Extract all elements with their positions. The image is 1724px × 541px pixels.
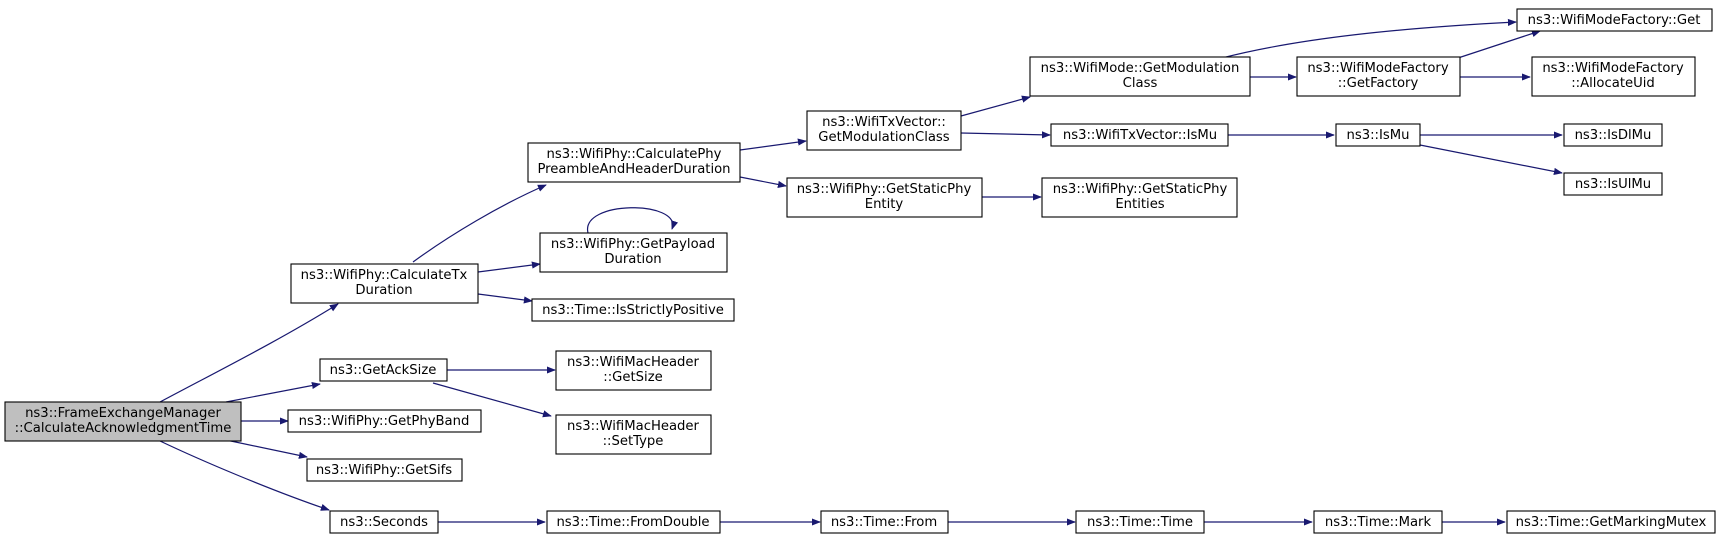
node-wifimacheader-set-type[interactable]: ns3::WifiMacHeader ::SetType — [555, 414, 712, 455]
node-time-mark[interactable]: ns3::Time::Mark — [1313, 510, 1443, 534]
svg-text:Entity: Entity — [865, 197, 904, 212]
svg-text:ns3::WifiPhy::GetPayload: ns3::WifiPhy::GetPayload — [551, 237, 715, 252]
node-wifiphy-calculate-phy-preamble[interactable]: ns3::WifiPhy::CalculatePhy PreambleAndHe… — [527, 142, 741, 183]
svg-text:ns3::WifiPhy::CalculateTx: ns3::WifiPhy::CalculateTx — [301, 268, 468, 283]
node-time-get-marking-mutex[interactable]: ns3::Time::GetMarkingMutex — [1506, 510, 1716, 534]
edge-txv-mod-to-txv-ismu — [960, 131, 1051, 139]
edge-root-to-seconds — [159, 440, 330, 511]
node-wifimacheader-get-size[interactable]: ns3::WifiMacHeader ::GetSize — [555, 350, 712, 391]
svg-text:ns3::WifiPhy::GetSifs: ns3::WifiPhy::GetSifs — [316, 463, 452, 478]
node-wifimodefactory-allocate-uid[interactable]: ns3::WifiModeFactory ::AllocateUid — [1531, 56, 1696, 97]
svg-text:ns3::Time::From: ns3::Time::From — [831, 515, 937, 530]
svg-text:ns3::Time::GetMarkingMutex: ns3::Time::GetMarkingMutex — [1516, 515, 1707, 530]
svg-text:ns3::IsUlMu: ns3::IsUlMu — [1575, 177, 1651, 192]
edge-payload-self-loop — [587, 207, 679, 234]
svg-text:ns3::WifiModeFactory: ns3::WifiModeFactory — [1542, 61, 1684, 76]
node-get-ack-size[interactable]: ns3::GetAckSize — [319, 358, 448, 382]
svg-text:ns3::Time::Time: ns3::Time::Time — [1087, 515, 1193, 530]
node-time-is-strictly-positive[interactable]: ns3::Time::IsStrictlyPositive — [531, 298, 735, 322]
edge-txv-mod-to-mode-mod — [960, 95, 1031, 117]
svg-text:PreambleAndHeaderDuration: PreambleAndHeaderDuration — [537, 162, 730, 177]
svg-text:ns3::WifiPhy::CalculatePhy: ns3::WifiPhy::CalculatePhy — [547, 147, 722, 162]
svg-text:::AllocateUid: ::AllocateUid — [1571, 76, 1655, 91]
svg-text:ns3::Time::FromDouble: ns3::Time::FromDouble — [556, 515, 709, 530]
svg-text:ns3::FrameExchangeManager: ns3::FrameExchangeManager — [25, 406, 221, 421]
edge-factory-to-factory-get — [1457, 30, 1541, 59]
node-is-mu[interactable]: ns3::IsMu — [1335, 123, 1421, 147]
svg-text:ns3::WifiTxVector::: ns3::WifiTxVector:: — [822, 115, 946, 130]
node-seconds[interactable]: ns3::Seconds — [329, 510, 439, 534]
node-time-from[interactable]: ns3::Time::From — [820, 510, 949, 534]
svg-text:ns3::WifiMacHeader: ns3::WifiMacHeader — [567, 355, 700, 370]
svg-text:ns3::IsMu: ns3::IsMu — [1346, 128, 1409, 143]
svg-text:Duration: Duration — [355, 283, 412, 298]
svg-text:ns3::Seconds: ns3::Seconds — [340, 515, 428, 530]
svg-text:ns3::WifiPhy::GetPhyBand: ns3::WifiPhy::GetPhyBand — [299, 414, 470, 429]
svg-text:ns3::Time::Mark: ns3::Time::Mark — [1325, 515, 1432, 530]
node-wifiphy-calculate-tx-duration[interactable]: ns3::WifiPhy::CalculateTx Duration — [290, 263, 479, 304]
svg-text:Entities: Entities — [1115, 197, 1164, 212]
node-wifimodefactory-get[interactable]: ns3::WifiModeFactory::Get — [1516, 8, 1713, 32]
node-wifiphy-get-payload-duration[interactable]: ns3::WifiPhy::GetPayload Duration — [539, 232, 728, 273]
svg-text:ns3::IsDlMu: ns3::IsDlMu — [1575, 128, 1652, 143]
svg-text:GetModulationClass: GetModulationClass — [818, 130, 950, 145]
edge-calculate-tx-to-preamble — [412, 184, 547, 263]
svg-text:ns3::WifiModeFactory::Get: ns3::WifiModeFactory::Get — [1528, 13, 1701, 28]
svg-text:ns3::WifiMacHeader: ns3::WifiMacHeader — [567, 419, 700, 434]
svg-text:::CalculateAcknowledgmentTime: ::CalculateAcknowledgmentTime — [15, 421, 232, 436]
node-wifiphy-get-sifs[interactable]: ns3::WifiPhy::GetSifs — [306, 458, 463, 482]
svg-text:ns3::WifiModeFactory: ns3::WifiModeFactory — [1307, 61, 1449, 76]
edge-preamble-to-static-phy — [739, 176, 787, 188]
svg-text:ns3::WifiPhy::GetStaticPhy: ns3::WifiPhy::GetStaticPhy — [1053, 182, 1228, 197]
edge-get-ack-size-to-mac-type — [432, 382, 552, 418]
svg-text:Class: Class — [1123, 76, 1158, 91]
svg-text:ns3::WifiTxVector::IsMu: ns3::WifiTxVector::IsMu — [1063, 128, 1217, 143]
edge-mode-mod-to-factory-get — [1221, 18, 1517, 59]
node-wifiphy-get-static-phy-entities[interactable]: ns3::WifiPhy::GetStaticPhy Entities — [1041, 177, 1238, 218]
svg-text:::SetType: ::SetType — [603, 434, 664, 449]
node-frame-exchange-manager-calculate-ack-time[interactable]: ns3::FrameExchangeManager ::CalculateAck… — [4, 401, 242, 442]
svg-text:ns3::GetAckSize: ns3::GetAckSize — [330, 363, 437, 378]
edge-root-to-get-sifs — [225, 439, 308, 459]
node-is-dl-mu[interactable]: ns3::IsDlMu — [1563, 123, 1663, 147]
edge-preamble-to-txv-mod — [739, 138, 807, 151]
svg-text:::GetSize: ::GetSize — [603, 370, 662, 385]
edge-calculate-tx-to-strictly-positive — [477, 293, 533, 304]
node-wifitxvector-is-mu[interactable]: ns3::WifiTxVector::IsMu — [1050, 123, 1229, 147]
node-time-from-double[interactable]: ns3::Time::FromDouble — [546, 510, 721, 534]
svg-text:Duration: Duration — [604, 252, 661, 267]
edge-calculate-tx-to-payload — [477, 261, 541, 273]
svg-text:::GetFactory: ::GetFactory — [1338, 76, 1419, 91]
node-wifimode-get-modulation-class[interactable]: ns3::WifiMode::GetModulation Class — [1029, 56, 1251, 97]
call-edges — [159, 18, 1563, 526]
edge-root-to-get-ack-size — [225, 381, 321, 403]
edge-ismu-to-isulmu — [1419, 144, 1563, 175]
node-wifitxvector-get-modulation-class[interactable]: ns3::WifiTxVector:: GetModulationClass — [806, 110, 962, 151]
node-is-ul-mu[interactable]: ns3::IsUlMu — [1563, 172, 1663, 196]
node-wifimodefactory-get-factory[interactable]: ns3::WifiModeFactory ::GetFactory — [1296, 56, 1461, 97]
node-wifiphy-get-static-phy-entity[interactable]: ns3::WifiPhy::GetStaticPhy Entity — [786, 177, 983, 218]
svg-text:ns3::WifiPhy::GetStaticPhy: ns3::WifiPhy::GetStaticPhy — [797, 182, 972, 197]
node-wifiphy-get-phy-band[interactable]: ns3::WifiPhy::GetPhyBand — [287, 409, 482, 433]
svg-text:ns3::Time::IsStrictlyPositive: ns3::Time::IsStrictlyPositive — [542, 303, 724, 318]
edge-root-to-calculate-tx — [159, 303, 339, 403]
svg-text:ns3::WifiMode::GetModulation: ns3::WifiMode::GetModulation — [1041, 61, 1240, 76]
node-time-time[interactable]: ns3::Time::Time — [1075, 510, 1205, 534]
